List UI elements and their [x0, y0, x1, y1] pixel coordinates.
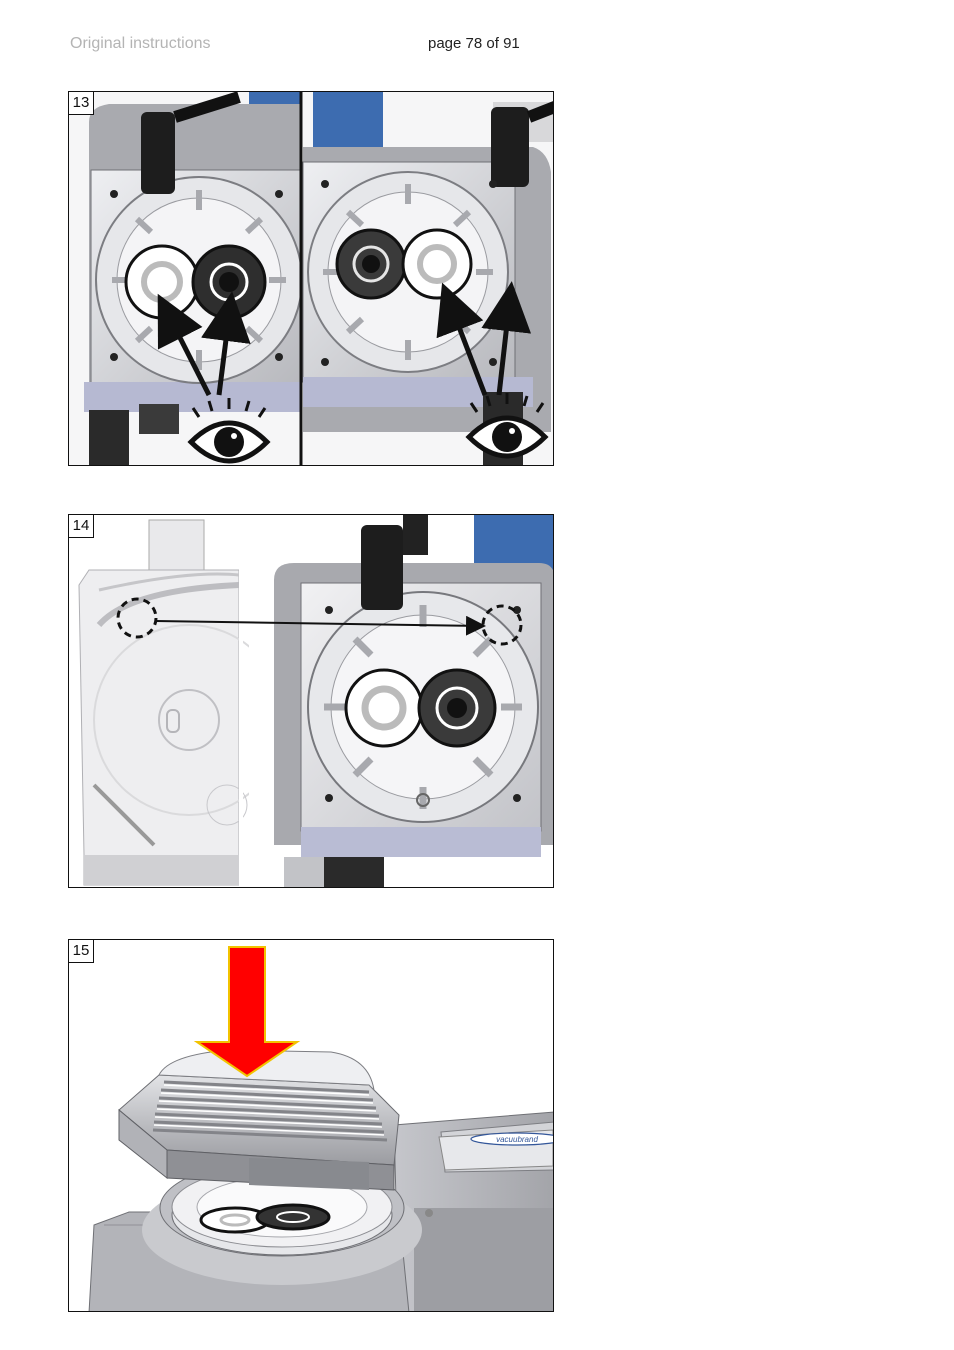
nameplate-brand: vacuubrand [496, 1135, 538, 1144]
pump-view-right [303, 92, 554, 466]
figure-13-illustration [69, 92, 554, 466]
blue-housing [474, 515, 554, 570]
pump-view-left [69, 92, 302, 466]
figure-15-illustration: vacuubrand [69, 940, 554, 1312]
figure-14: 14 [68, 514, 554, 888]
hose-fitting [141, 112, 175, 194]
nameplate: vacuubrand [439, 1130, 554, 1170]
figure-number: 15 [69, 940, 94, 963]
hose-fitting [491, 107, 529, 187]
blue-housing [313, 92, 383, 147]
document-header-title: Original instructions [70, 35, 211, 53]
hose-fitting [361, 525, 403, 610]
head-cover [119, 1050, 399, 1190]
figure-15: 15 vacuubrand [68, 939, 554, 1312]
page-number: page 78 of 91 [428, 35, 520, 52]
figure-number: 13 [69, 92, 94, 115]
pump-face-view [249, 515, 554, 888]
figure-14-illustration [69, 515, 554, 888]
figure-number: 14 [69, 515, 94, 538]
figure-13: 13 [68, 91, 554, 466]
